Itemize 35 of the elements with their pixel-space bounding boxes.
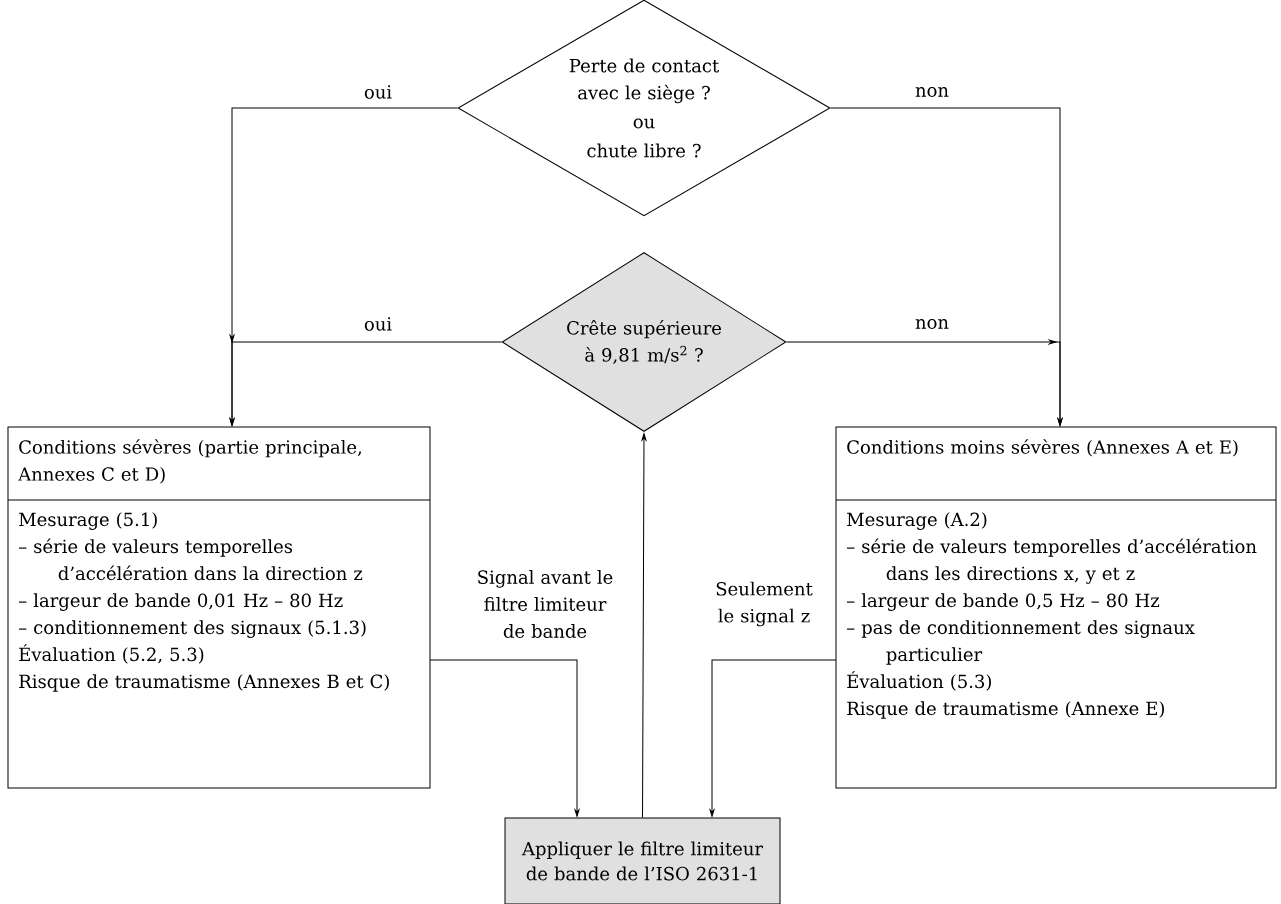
- edge-label: oui: [364, 317, 392, 331]
- arrow: [229, 334, 502, 426]
- list-item: Risque de traumatisme (Annexe E): [847, 701, 1164, 719]
- edge-label: non: [915, 87, 949, 97]
- list-item: Mesurage (5.1): [19, 512, 157, 530]
- condition-box: [835, 426, 1277, 789]
- arrow: [709, 659, 837, 817]
- arrow: [429, 659, 580, 817]
- list-item: Évaluation (5.3): [847, 671, 991, 691]
- list-item: Risque de traumatisme (Annexes B et C): [19, 674, 389, 692]
- process-box: [504, 817, 781, 904]
- condition-box: [7, 426, 431, 789]
- box-heading: Conditions sévères (partie principale, Annexes C et D): [18, 439, 361, 484]
- edge-label: Seulement le signal z: [716, 581, 813, 627]
- question-text: chute libre ?: [587, 143, 701, 158]
- arrow: [786, 339, 1063, 426]
- question-text: Perte de contact avec le siège ?: [569, 58, 720, 104]
- arrow: [641, 433, 647, 818]
- list-item: – largeur de bande 0,01 Hz – 80 Hz: [19, 593, 343, 611]
- list-item: – conditionnement des signaux (5.1.3): [19, 620, 366, 638]
- edge-label: oui: [364, 85, 392, 99]
- question-text: ou: [633, 118, 655, 129]
- decision-diamond: [501, 252, 787, 432]
- list-item: Évaluation (5.2, 5.3): [19, 644, 204, 664]
- box-heading: Conditions moins sévères (Annexes A et E): [847, 439, 1238, 457]
- list-item: Mesurage (A.2): [847, 512, 987, 530]
- box-text: Appliquer le filtre limiteur de bande de l’ISO 2631-1: [521, 841, 764, 881]
- question-text: Crête supérieure à 9,81 m/s$^{2}$ ?: [567, 320, 721, 364]
- decision-diamond: [457, 0, 831, 217]
- list-item: – pas de conditionnement des signaux particulier: [847, 620, 1195, 665]
- list-item: – série de valeurs temporelles d’accélération dans les directions x, y et z: [847, 538, 1257, 584]
- edge-label: non: [915, 319, 949, 329]
- list-item: – largeur de bande 0,5 Hz – 80 Hz: [847, 593, 1160, 611]
- edge-label: Signal avant le filtre limiteur de bande: [478, 570, 613, 638]
- list-item: – série de valeurs temporelles d’accélération dans la direction z: [19, 538, 363, 581]
